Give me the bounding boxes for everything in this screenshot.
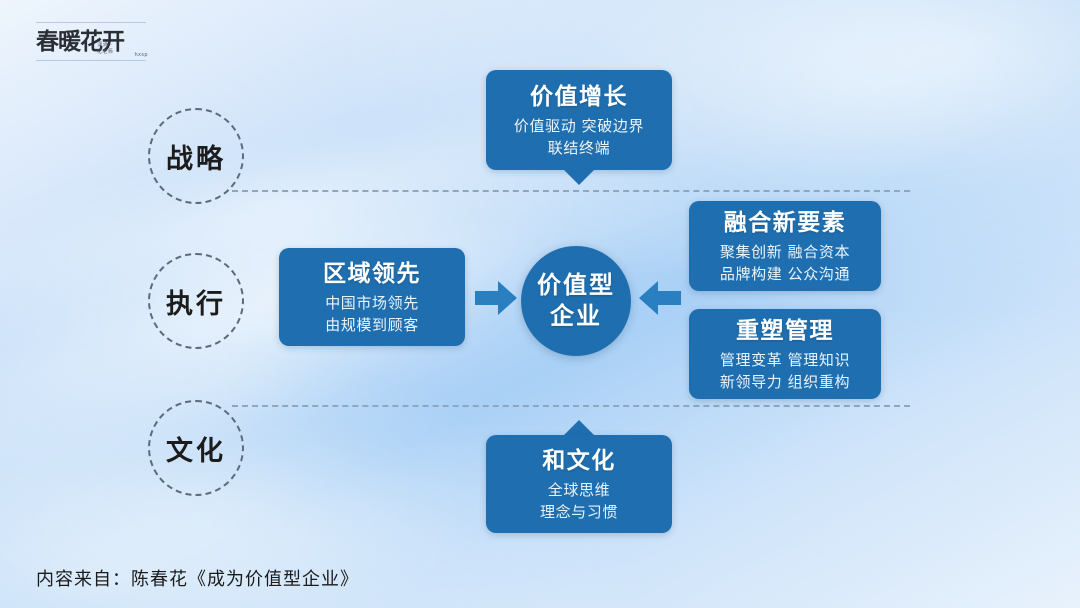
brand-logo: 春暖花开 潇洒 · 花老师 hxsp bbox=[36, 18, 148, 64]
box-harmony-culture[interactable]: 和文化 全球思维 理念与习惯 bbox=[486, 435, 672, 533]
stage-label-strategy: 战略 bbox=[166, 143, 226, 175]
stage-circle-culture: 文化 bbox=[148, 400, 244, 496]
logo-rule-bottom bbox=[36, 60, 146, 61]
source-attribution: 内容来自：陈春花《成为价值型企业》 bbox=[36, 569, 359, 590]
box-tail-value-growth bbox=[564, 170, 594, 185]
box-tail-harmony-culture bbox=[564, 420, 594, 435]
box-title-value-growth: 价值增长 bbox=[530, 83, 628, 110]
logo-rule-top bbox=[36, 22, 146, 23]
logo-subtext-line1: 潇洒 · bbox=[97, 42, 113, 48]
box-new-elements[interactable]: 融合新要素 聚集创新 融合资本 品牌构建 公众沟通 bbox=[689, 201, 881, 291]
arrow-right-icon bbox=[473, 275, 519, 321]
stage-label-culture: 文化 bbox=[166, 435, 226, 467]
box-body-reshape-management: 管理变革 管理知识 新领导力 组织重构 bbox=[719, 350, 851, 391]
box-title-harmony-culture: 和文化 bbox=[542, 447, 616, 474]
arrow-left-glyph bbox=[639, 281, 681, 315]
core-circle-value-enterprise[interactable]: 价值型 企业 bbox=[521, 246, 631, 356]
box-body-harmony-culture: 全球思维 理念与习惯 bbox=[539, 480, 618, 521]
box-reshape-management[interactable]: 重塑管理 管理变革 管理知识 新领导力 组织重构 bbox=[689, 309, 881, 399]
logo-latin-text: hxsp bbox=[134, 52, 148, 58]
divider-strategy-execution bbox=[232, 190, 910, 192]
box-title-regional-lead: 区域领先 bbox=[323, 260, 421, 287]
box-title-reshape-management: 重塑管理 bbox=[736, 317, 834, 344]
core-line-2: 企业 bbox=[550, 302, 602, 330]
stage-label-execution: 执行 bbox=[166, 288, 226, 320]
core-line-1: 价值型 bbox=[537, 271, 615, 299]
box-body-regional-lead: 中国市场领先 由规模到顾客 bbox=[325, 293, 419, 334]
box-body-value-growth: 价值驱动 突破边界 联结终端 bbox=[513, 116, 645, 157]
stage-circle-strategy: 战略 bbox=[148, 108, 244, 204]
logo-subtext: 潇洒 · 花老师 bbox=[82, 42, 128, 56]
box-value-growth[interactable]: 价值增长 价值驱动 突破边界 联结终端 bbox=[486, 70, 672, 170]
box-regional-lead[interactable]: 区域领先 中国市场领先 由规模到顾客 bbox=[279, 248, 465, 346]
arrow-right-glyph bbox=[475, 281, 517, 315]
logo-wordmark: 春暖花开 bbox=[36, 29, 125, 55]
box-body-new-elements: 聚集创新 融合资本 品牌构建 公众沟通 bbox=[719, 242, 851, 283]
box-title-new-elements: 融合新要素 bbox=[723, 209, 847, 236]
arrow-left-icon bbox=[637, 275, 683, 321]
stage-circle-execution: 执行 bbox=[148, 253, 244, 349]
logo-subtext-line2: 花老师 bbox=[96, 49, 114, 55]
divider-execution-culture bbox=[232, 405, 910, 407]
